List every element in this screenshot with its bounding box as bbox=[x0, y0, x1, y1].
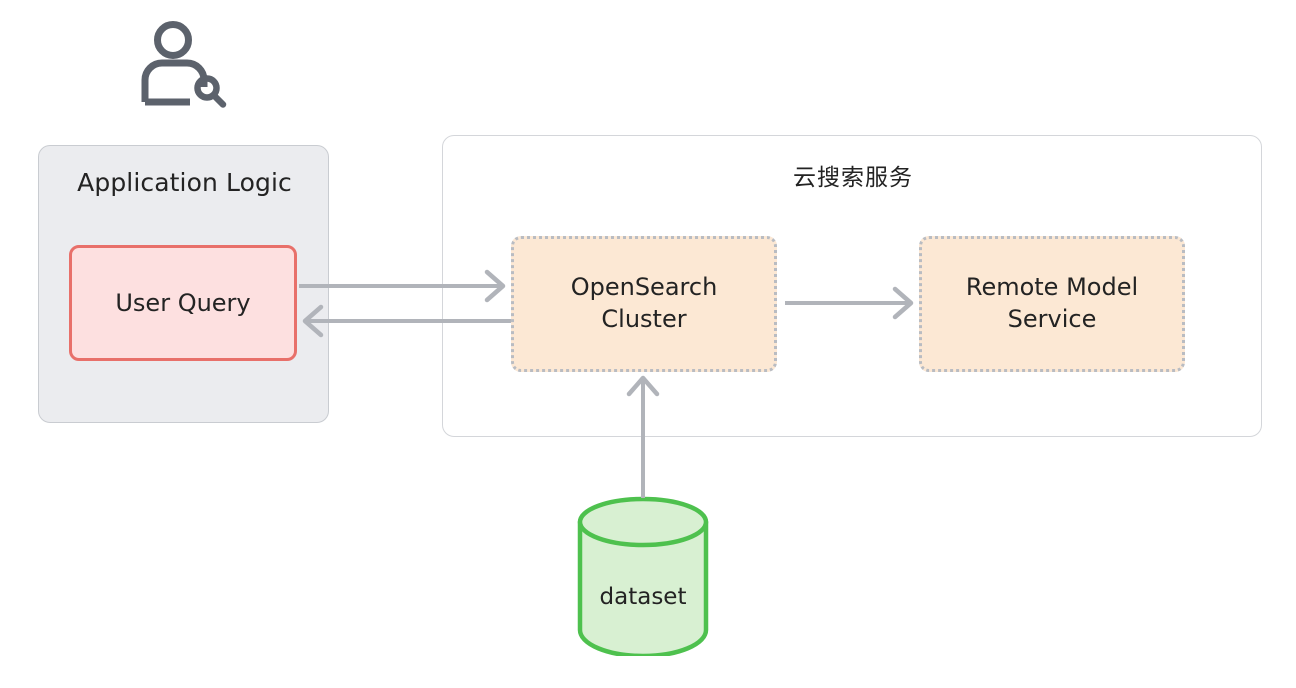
group-cloud-search-service-label: 云搜索服务 bbox=[793, 165, 913, 191]
user-search-icon bbox=[140, 18, 232, 110]
node-remote-model-service[interactable]: Remote Model Service bbox=[919, 236, 1185, 372]
node-dataset[interactable]: dataset bbox=[576, 496, 710, 659]
node-remote-model-service-label-line1: Remote Model bbox=[965, 273, 1139, 302]
node-opensearch-cluster-label: OpenSearch Cluster bbox=[571, 272, 718, 335]
node-opensearch-cluster-label-line1: OpenSearch bbox=[570, 273, 718, 302]
node-remote-model-service-label: Remote Model Service bbox=[966, 272, 1138, 335]
node-user-query[interactable]: User Query bbox=[69, 245, 297, 361]
node-opensearch-cluster[interactable]: OpenSearch Cluster bbox=[511, 236, 777, 372]
group-application-logic-label: Application Logic bbox=[77, 168, 292, 197]
node-remote-model-service-label-line2: Service bbox=[1007, 305, 1097, 333]
node-opensearch-cluster-label-line2: Cluster bbox=[601, 305, 687, 333]
node-user-query-label: User Query bbox=[115, 289, 251, 317]
